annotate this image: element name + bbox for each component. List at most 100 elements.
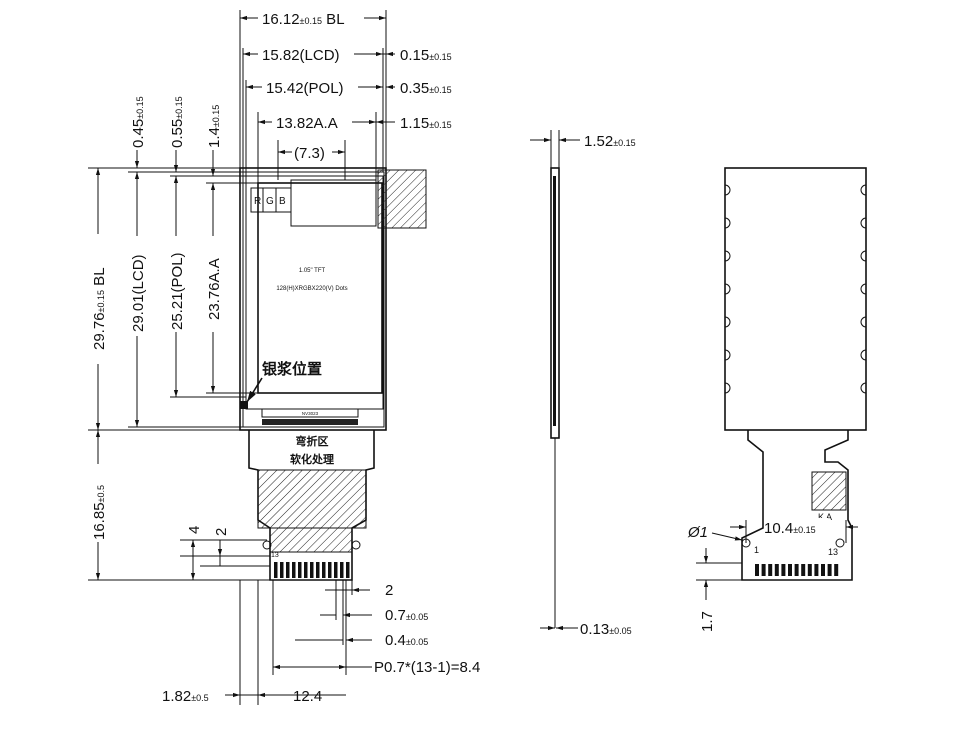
gold-finger-pins [274, 562, 350, 578]
dim-1-82: 1.82±0.5 [162, 688, 209, 705]
locating-hole-left [262, 540, 272, 550]
dim-diameter-1: Ø1 [687, 524, 708, 541]
dim-1-4: 1.4±0.15 [206, 105, 223, 148]
back-gold-pin [788, 564, 792, 576]
dim-0-15-right: 0.15±0.15 [400, 47, 452, 64]
gold-pin [286, 562, 290, 578]
back-gold-pin [827, 564, 832, 576]
fpc-hatched-lower [269, 527, 353, 553]
dim-0-45: 0.45±0.15 [130, 96, 147, 148]
back-gold-pin [821, 564, 825, 576]
gold-pin [304, 562, 308, 578]
front-view: R G B 1.05" TFT 128(H)XRGBX220(V) Dots 银… [239, 167, 427, 581]
dim-1-15-right: 1.15±0.15 [400, 115, 452, 132]
backlight-outline [239, 167, 387, 431]
dim-29-01-lcd: 29.01(LCD) [130, 254, 147, 332]
back-body [724, 167, 867, 431]
right-notch [860, 250, 867, 262]
dim-13-82-aa: 13.82A.A [276, 115, 338, 132]
dim-0-55: 0.55±0.15 [169, 96, 186, 148]
gold-pin [328, 562, 332, 578]
dim-1-52: 1.52±0.15 [584, 133, 636, 150]
back-gold-pin [807, 564, 812, 576]
back-component-area [811, 471, 847, 511]
gold-pin [316, 562, 320, 578]
right-notch [860, 349, 867, 361]
bend-zone-label: 弯折区 [296, 434, 329, 448]
back-gold-pin [814, 564, 819, 576]
right-notch [860, 316, 867, 328]
rgb-label-r: R [254, 196, 261, 207]
pin-13-label: 13 [271, 552, 279, 559]
right-notch [860, 184, 867, 196]
left-notch [724, 382, 731, 394]
back-gold-pin [801, 564, 806, 576]
dim-25-21-pol: 25.21(POL) [169, 252, 186, 330]
back-pin-1-label: 1 [754, 545, 759, 555]
dim-29-76-bl: 29.76±0.15 BL [91, 267, 108, 350]
dim-0-4: 0.4±0.05 [385, 632, 428, 649]
dim-1-7: 1.7 [699, 611, 716, 632]
gold-pin [340, 562, 344, 578]
back-gold-pin [755, 564, 759, 576]
dim-16-85: 16.85±0.5 [91, 485, 108, 540]
right-notch [860, 283, 867, 295]
lcd-outline [242, 171, 385, 428]
back-gold-pin [794, 564, 799, 576]
back-side-notches [724, 184, 867, 394]
silver-paste-mark [240, 401, 248, 409]
gold-pin [280, 562, 284, 578]
dim-16-12-bl: 16.12±0.15 BL [262, 11, 345, 28]
side-glass [553, 176, 556, 426]
left-notch [724, 349, 731, 361]
driver-ic-label: NV3023 [302, 411, 319, 416]
back-ka-label: K A [818, 512, 832, 522]
silver-paste-label: 银浆位置 [262, 360, 322, 378]
back-gold-pins [755, 564, 839, 576]
gold-pin [334, 562, 338, 578]
dim-7-3: (7.3) [294, 145, 325, 162]
dim-10-4: 10.4±0.15 [764, 520, 816, 537]
notch-region [290, 179, 377, 227]
gold-pin [292, 562, 296, 578]
back-view: K A 1 13 10.4±0.15 Ø1 1.7 [687, 167, 867, 632]
dim-23-76-aa: 23.76A.A [206, 258, 223, 320]
right-notch [860, 382, 867, 394]
left-notch [724, 316, 731, 328]
back-gold-pin [781, 564, 786, 576]
back-gold-pin [768, 564, 773, 576]
gold-pin [322, 562, 326, 578]
side-view: 1.52±0.15 0.13±0.05 [530, 130, 636, 638]
screen-title: 1.05" TFT [299, 268, 326, 274]
dim-15-42-pol: 15.42(POL) [266, 80, 344, 97]
left-notch [724, 217, 731, 229]
back-gold-pin [774, 564, 779, 576]
fpc-hatched-area [257, 469, 367, 529]
left-notch [724, 184, 731, 196]
fpc-side-tab [377, 169, 427, 229]
rgb-subpixel-box: R G B [250, 187, 292, 213]
dim-4: 4 [186, 526, 203, 534]
dim-15-82-lcd: 15.82(LCD) [262, 47, 340, 64]
back-hole-13 [835, 538, 845, 548]
back-gold-pin [834, 564, 839, 576]
right-notch [860, 217, 867, 229]
screen-resolution: 128(H)XRGBX220(V) Dots [276, 286, 347, 292]
back-gold-pin [761, 564, 766, 576]
dim-0-7: 0.7±0.05 [385, 607, 428, 624]
back-pin-13-label: 13 [828, 547, 838, 557]
driver-ic [261, 408, 359, 418]
dim-0-35-right: 0.35±0.15 [400, 80, 452, 97]
gold-pin [310, 562, 314, 578]
rgb-label-b: B [279, 196, 286, 207]
front-dimensions: 16.12±0.15 BL 15.82(LCD) 15.42(POL) 13.8… [86, 8, 480, 705]
gold-pin [274, 562, 278, 578]
dim-12-4: 12.4 [293, 688, 322, 705]
gold-pin [298, 562, 302, 578]
left-notch [724, 283, 731, 295]
dim-2-bottom: 2 [385, 582, 393, 599]
dim-pitch: P0.7*(13-1)=8.4 [374, 659, 480, 676]
dim-2-left: 2 [213, 528, 230, 536]
